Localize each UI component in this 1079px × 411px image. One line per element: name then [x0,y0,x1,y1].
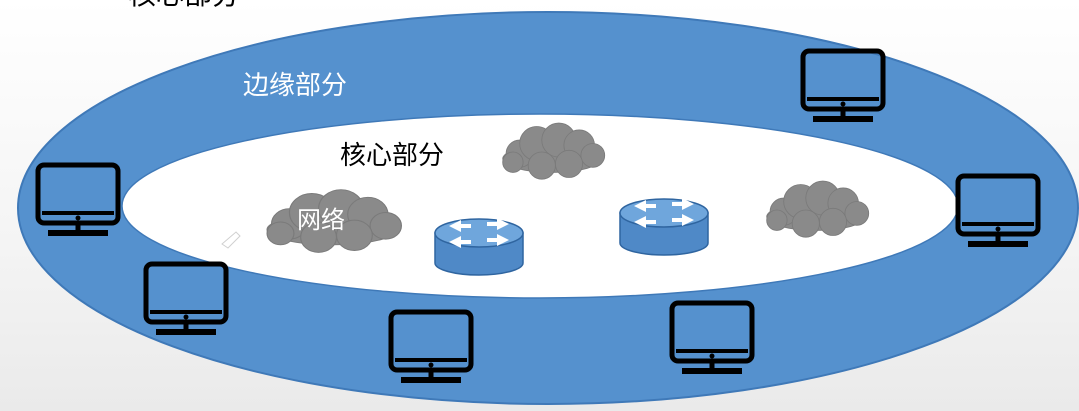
top-cropped-label: 核心部分 [128,0,240,11]
core-part-label: 核心部分 [340,141,444,171]
arrow-fragment-icon [221,231,241,249]
router-icon [619,197,709,256]
network-cloud-label: 网络 [297,206,345,234]
edge-part-label: 边缘部分 [243,71,347,101]
router-icon [434,217,524,276]
